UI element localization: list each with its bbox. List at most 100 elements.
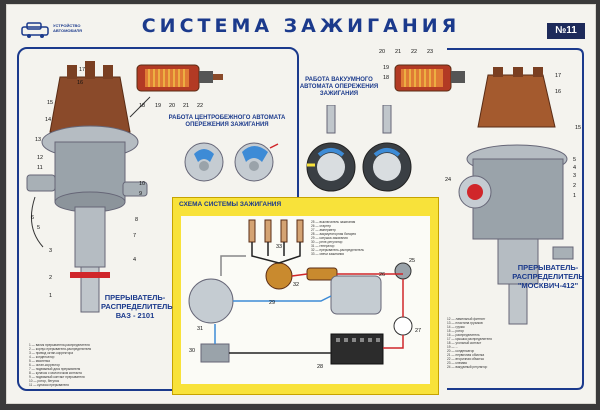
callout-left-15: 15 <box>47 100 54 106</box>
callout-left-1: 1 <box>49 293 53 299</box>
callout-left-5: 5 <box>37 225 41 231</box>
publisher-logo: УСТРОЙСТВО АВТОМОБИЛЯ <box>21 21 101 41</box>
callout-left-10: 10 <box>139 181 146 187</box>
callout-right-5: 5 <box>573 157 577 163</box>
callout-left-12: 12 <box>37 155 44 161</box>
legend-item: 17 — крышка распределителя <box>447 337 492 341</box>
legend-item: 12 — ламельный фиттинг <box>447 317 486 321</box>
callout-coil-18: 18 <box>139 103 146 109</box>
ignition-scheme-box: СХЕМА СИСТЕМЫ ЗАЖИГАНИЯ <box>172 197 439 395</box>
legend-item: 8 — кулачок с молоточком контакта <box>29 371 82 375</box>
legend-item: 24 — вакуумный регулятор <box>447 365 488 369</box>
legend-item: 27 — амперметр <box>311 228 336 232</box>
right-panel-frame <box>447 48 584 390</box>
callout-scheme-31: 31 <box>197 326 204 332</box>
callout-scheme-26: 26 <box>379 272 386 278</box>
callout-left-6: 6 <box>31 215 35 221</box>
legend-item: 21 — первичная обмотка <box>447 353 485 357</box>
left-distributor-label: ПРЕРЫВАТЕЛЬ-РАСПРЕДЕЛИТЕЛЬ ВАЗ - 2101 <box>101 293 173 320</box>
callout-scheme-25: 25 <box>409 258 416 264</box>
scheme-legend: 25 — выключатель зажигания 26 — стартер … <box>311 220 429 256</box>
left-legend: 1 — валик прерывателя-распределителя 2 —… <box>29 343 169 387</box>
callout-left-9: 9 <box>139 191 143 197</box>
callout-right-15: 15 <box>575 125 582 131</box>
callout-left-17: 17 <box>79 67 86 73</box>
legend-item: 11 — кулачок прерывателя <box>29 383 69 387</box>
legend-item: 4 — конденсатор <box>29 355 55 359</box>
legend-item: 1 — валик прерывателя-распределителя <box>29 343 90 347</box>
callout-left-13: 13 <box>35 137 42 143</box>
centrifugal-advance-label: РАБОТА ЦЕНТРОБЕЖНОГО АВТОМАТА ОПЕРЕЖЕНИЯ… <box>168 115 286 128</box>
legend-item: 13 — пластина грузиков <box>447 321 483 325</box>
vacuum-advance-label: РАБОТА ВАКУУМНОГО АВТОМАТА ОПЕРЕЖЕНИЯ ЗА… <box>299 77 379 97</box>
callout-left-14: 14 <box>45 117 52 123</box>
poster-title: СИСТЕМА ЗАЖИГАНИЯ <box>141 15 461 37</box>
sheet-number-badge: №11 <box>547 23 585 39</box>
callout-scheme-28: 28 <box>317 364 324 370</box>
coil-cutaway-left <box>136 64 223 92</box>
callout-scheme-33: 33 <box>276 244 283 250</box>
car-icon <box>21 22 49 38</box>
legend-item: 19 — ... <box>447 345 459 349</box>
legend-item: 3 — привод октан-корректора <box>29 351 74 355</box>
callout-coil-22: 22 <box>197 103 204 109</box>
callout-coil-20: 20 <box>169 103 176 109</box>
legend-item: 16 — распределитель <box>447 333 480 337</box>
legend-item: 25 — выключатель зажигания <box>311 220 356 224</box>
callout-scheme-29: 29 <box>269 300 276 306</box>
legend-item: 18 — угольный контакт <box>447 341 482 345</box>
left-distributor-illustration <box>26 61 151 313</box>
callout-scheme-32: 32 <box>293 282 300 288</box>
callout-right-24: 24 <box>445 177 452 183</box>
legend-item: 26 — стартер <box>311 224 331 228</box>
legend-item: 9 — подвижный контакт прерывателя <box>29 375 85 379</box>
legend-item: 7 — подвижный диск прерывателя <box>29 367 81 371</box>
callout-coil-21: 21 <box>183 103 190 109</box>
legend-item: 2 — корпус прерывателя-распределителя <box>29 347 92 351</box>
legend-item: 30 — реле-регулятор <box>311 240 343 244</box>
legend-item: 14 — грузик <box>447 325 465 329</box>
callout-right-2: 2 <box>573 183 577 189</box>
callout-coil-19: 19 <box>155 103 162 109</box>
callout-coil-r-20: 20 <box>379 49 386 55</box>
ignition-scheme-canvas: 33 32 31 30 29 28 27 26 25 25 — выключат… <box>181 216 430 384</box>
ignition-scheme-title: СХЕМА СИСТЕМЫ ЗАЖИГАНИЯ <box>179 201 282 208</box>
poster: УСТРОЙСТВО АВТОМОБИЛЯ СИСТЕМА ЗАЖИГАНИЯ … <box>6 4 596 404</box>
callout-scheme-30: 30 <box>189 348 196 354</box>
vacuum-advance-illustration <box>306 105 412 192</box>
legend-item: 28 — аккумуляторная батарея <box>311 232 357 236</box>
legend-item: 10 — ротор, бегунок <box>29 379 59 383</box>
callout-coil-r-21: 21 <box>395 49 402 55</box>
callout-scheme-27: 27 <box>415 328 422 334</box>
ignition-scheme-wiring <box>188 219 413 365</box>
legend-item: 29 — катушка зажигания <box>311 236 348 240</box>
legend-item: 5 — масленка <box>29 359 50 363</box>
legend-item: 20 — конденсатор <box>447 349 475 353</box>
legend-item: 31 — генератор <box>311 244 335 248</box>
callout-left-16: 16 <box>77 80 84 86</box>
callout-coil-r-22: 22 <box>411 49 418 55</box>
coil-cutaway-right <box>394 64 465 92</box>
publisher-logo-text: УСТРОЙСТВО АВТОМОБИЛЯ <box>53 23 82 33</box>
callout-left-4: 4 <box>133 257 137 263</box>
right-distributor-illustration <box>458 67 574 325</box>
legend-item: 33 — свечи зажигания <box>311 252 345 256</box>
centrifugal-advance-illustration <box>184 142 279 182</box>
callout-left-3: 3 <box>49 248 53 254</box>
callout-right-1: 1 <box>573 193 577 199</box>
callout-left-7: 7 <box>133 233 137 239</box>
callout-coil-r-23: 23 <box>427 49 434 55</box>
callout-right-16: 16 <box>555 89 562 95</box>
callout-right-3: 3 <box>573 173 577 179</box>
callout-left-11: 11 <box>37 165 43 171</box>
legend-item: 23 — клемма <box>447 361 467 365</box>
right-legend: 12 — ламельный фиттинг 13 — пластина гру… <box>447 317 587 369</box>
callout-left-2: 2 <box>49 275 53 281</box>
legend-item: 15 — ротор <box>447 329 464 333</box>
legend-item: 32 — прерыватель-распределитель <box>311 248 364 252</box>
callout-right-17: 17 <box>555 73 562 79</box>
callout-coil-r-18: 18 <box>383 75 390 81</box>
legend-item: 22 — вторичная обмотка <box>447 357 484 361</box>
callout-right-4: 4 <box>573 165 577 171</box>
legend-item: 6 — октан-корректор <box>29 363 60 367</box>
